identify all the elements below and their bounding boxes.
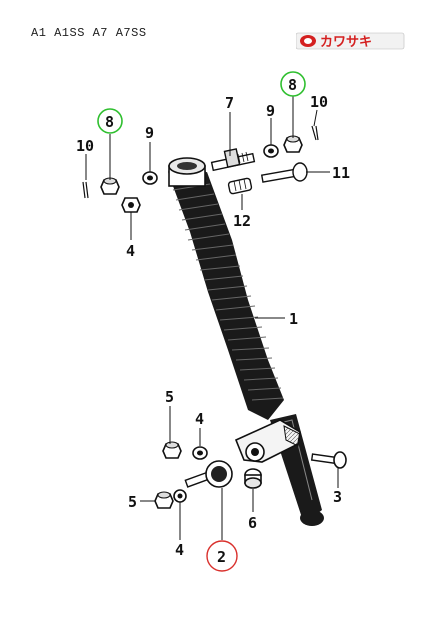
cotter-pin-10-left bbox=[82, 181, 89, 199]
washer-4-lower bbox=[173, 489, 187, 503]
bolt-11 bbox=[260, 162, 308, 183]
kawasaki-logo: カワサキ bbox=[296, 32, 405, 50]
nut-4-upper bbox=[121, 197, 141, 213]
stud-12 bbox=[227, 177, 253, 195]
highlight-circle-part-2 bbox=[206, 540, 238, 572]
callout-8-right: 8 bbox=[288, 76, 297, 94]
washer-9-left bbox=[142, 171, 158, 185]
cotter-pin-10-right bbox=[311, 125, 319, 141]
callout-4-upper: 4 bbox=[126, 242, 135, 260]
callout-11: 11 bbox=[332, 164, 350, 182]
callout-4-mid: 4 bbox=[195, 410, 204, 428]
callout-10-left: 10 bbox=[76, 137, 94, 155]
callout-2: 2 bbox=[217, 548, 226, 566]
sleeve-6 bbox=[244, 468, 262, 489]
lower-joint-2 bbox=[184, 460, 233, 488]
callout-9-left: 9 bbox=[145, 124, 154, 142]
nut-5-upper bbox=[162, 441, 182, 459]
callout-9-right: 9 bbox=[266, 102, 275, 120]
callout-12: 12 bbox=[233, 212, 251, 230]
highlight-circle-part-8-right bbox=[280, 71, 306, 97]
bolt-3 bbox=[310, 451, 347, 469]
callout-6: 6 bbox=[248, 514, 257, 532]
leader-lines bbox=[85, 96, 339, 540]
callout-1: 1 bbox=[289, 310, 298, 328]
bolt-7 bbox=[210, 148, 256, 172]
washer-4-mid bbox=[192, 446, 208, 460]
mounting-bracket bbox=[234, 419, 301, 463]
nut-5-lower bbox=[154, 491, 174, 509]
callout-4-lower: 4 bbox=[175, 541, 184, 559]
callout-5-upper: 5 bbox=[165, 388, 174, 406]
callout-10-right: 10 bbox=[310, 93, 328, 111]
callout-8-left: 8 bbox=[105, 113, 114, 131]
nut-8-left bbox=[100, 177, 120, 195]
model-list: A1 A1SS A7 A7SS bbox=[31, 26, 147, 40]
callout-7: 7 bbox=[225, 94, 234, 112]
rubber-boot-cover bbox=[168, 157, 284, 420]
highlight-circle-part-8-left bbox=[97, 108, 123, 134]
nut-8-right bbox=[283, 135, 303, 153]
callout-5-lower: 5 bbox=[128, 493, 137, 511]
svg-text:カワサキ: カワサキ bbox=[320, 35, 372, 50]
washer-9-right bbox=[263, 144, 279, 158]
callout-3: 3 bbox=[333, 488, 342, 506]
